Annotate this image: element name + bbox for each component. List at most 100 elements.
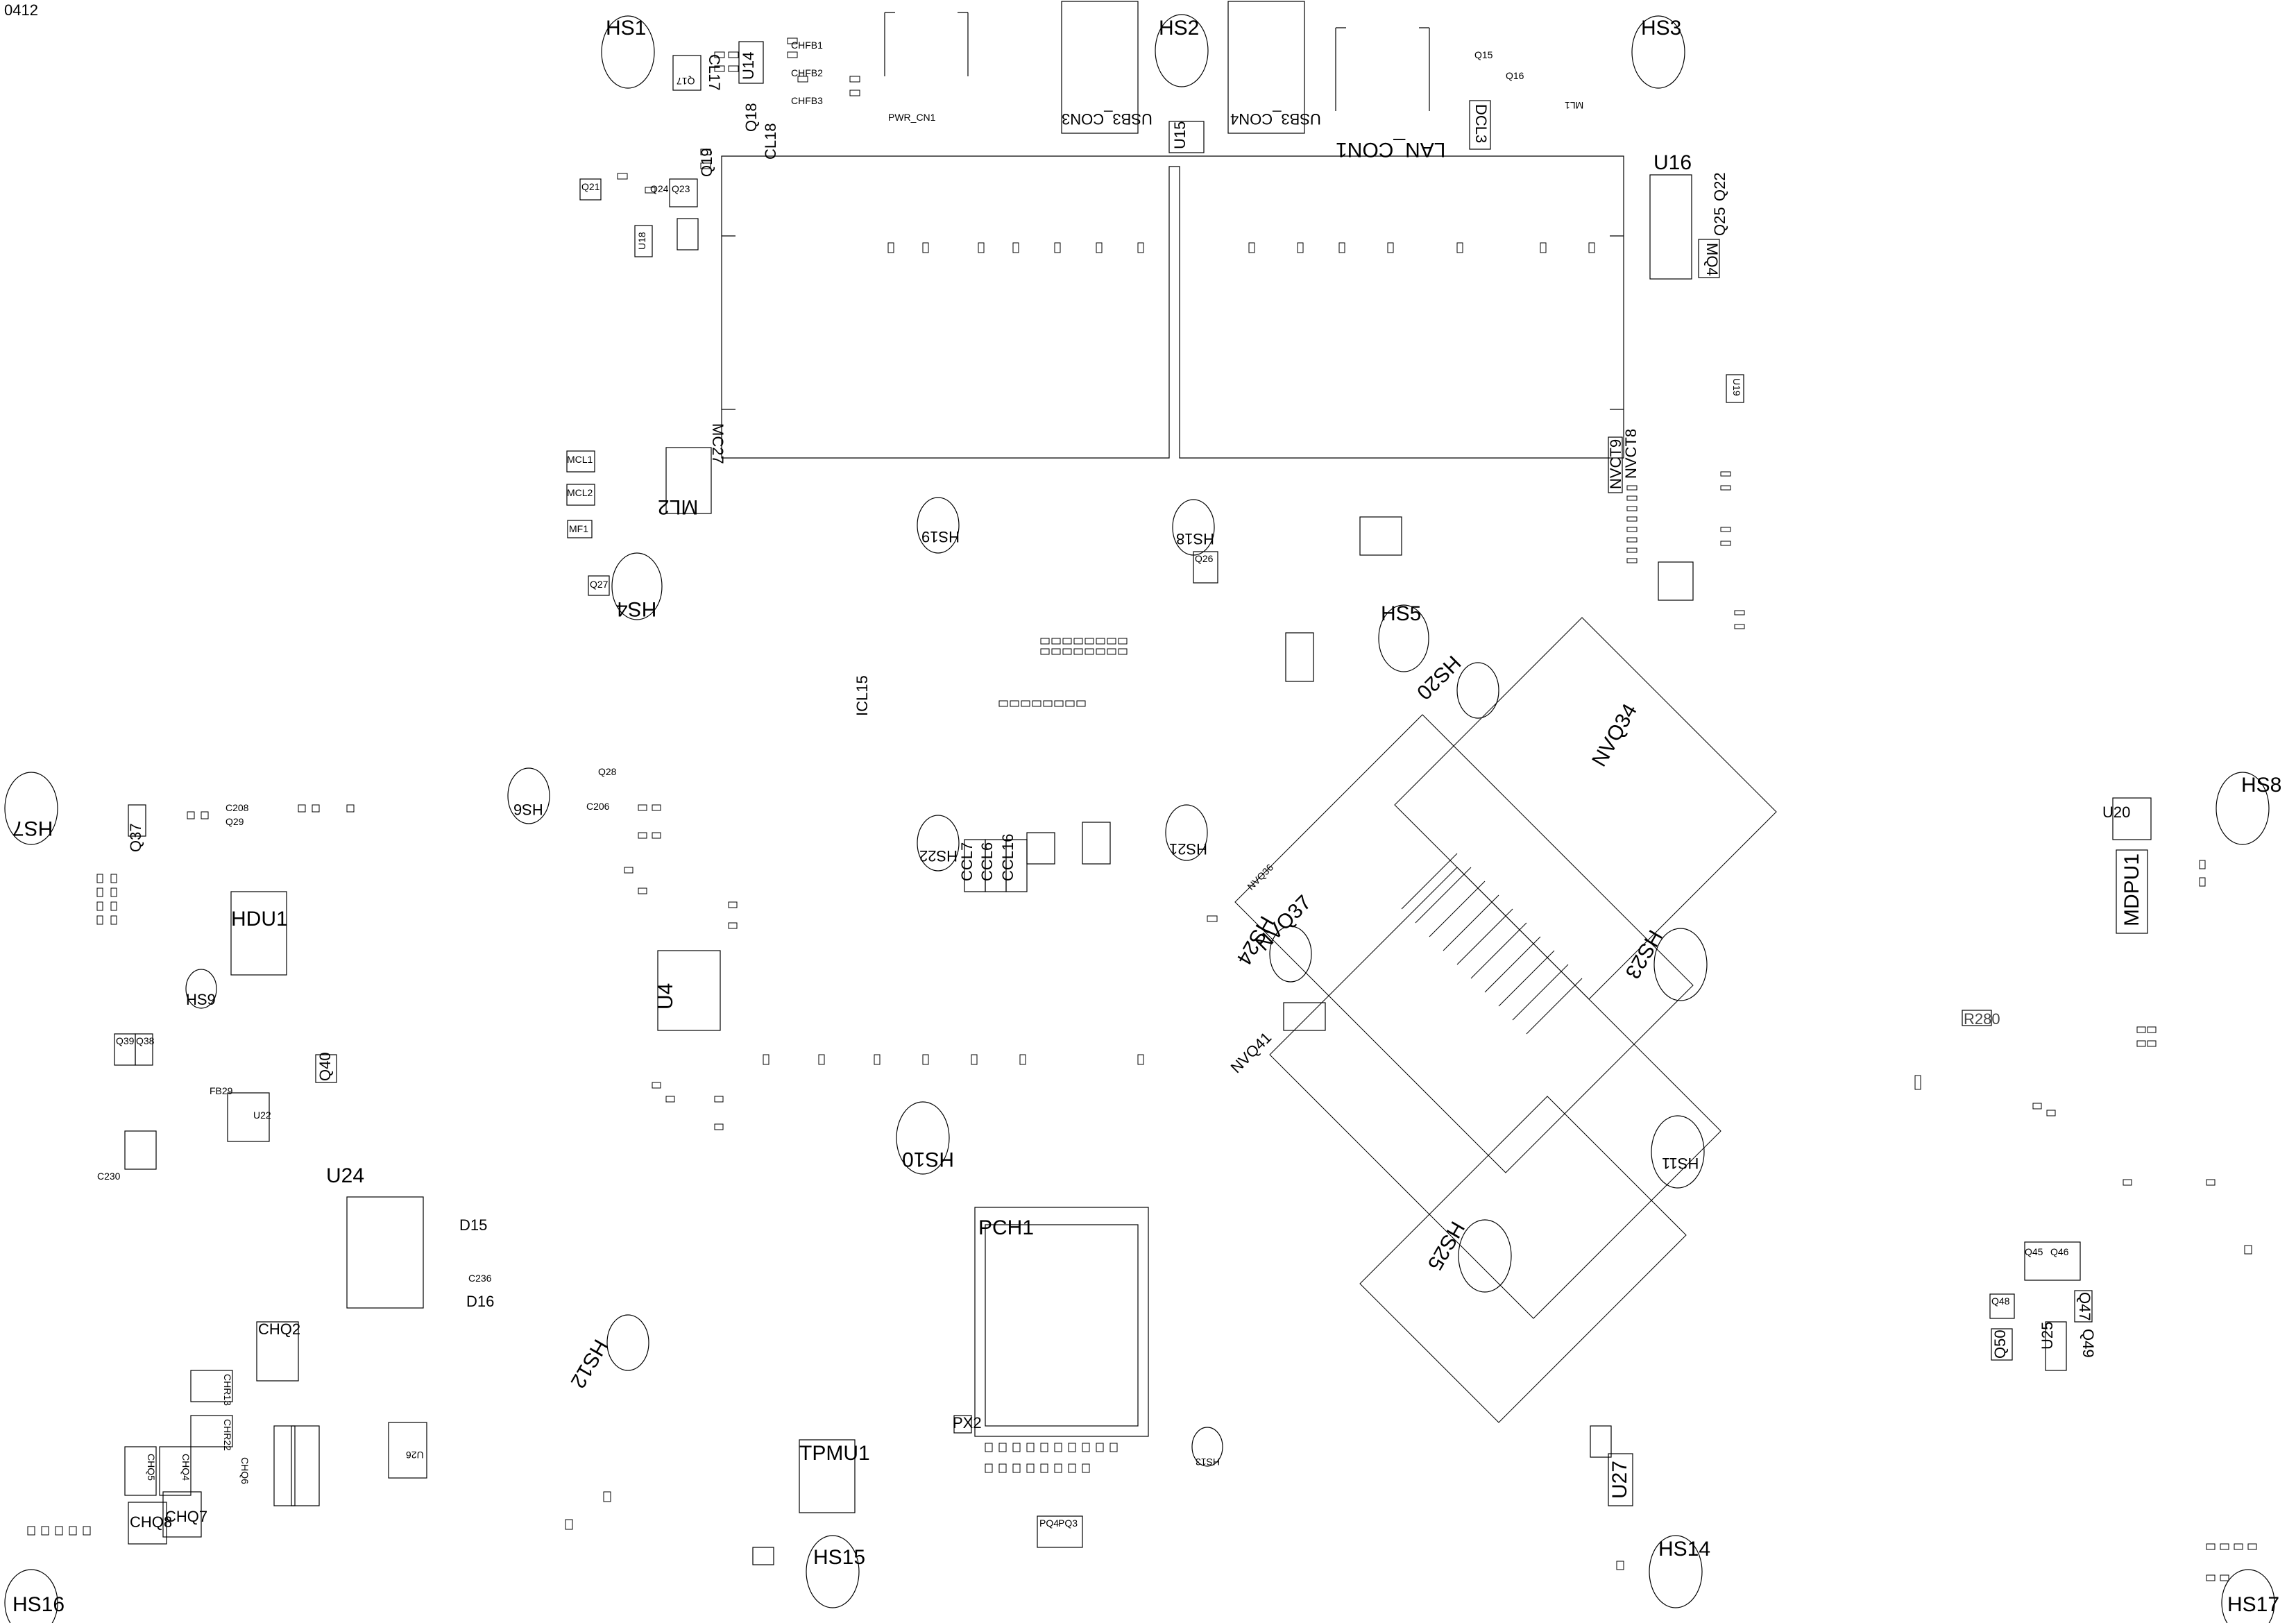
hs22-circle [917, 815, 960, 872]
inductor-a [273, 1425, 296, 1506]
q50-outline [1991, 1328, 2013, 1361]
hs20-circle [1456, 662, 1499, 719]
u14-label: U14 [740, 51, 757, 80]
hs2-circle [1155, 14, 1209, 87]
pch1-label: PCH1 [978, 1216, 1035, 1239]
hs1-label: HS1 [606, 17, 647, 40]
mf1-outline [567, 520, 593, 538]
q19-label: Q19 [698, 148, 715, 177]
hs10-label: HS10 [902, 1148, 955, 1171]
chq8-label: CHQ8 [130, 1513, 173, 1531]
chfb1-label: CHFB1 [791, 40, 823, 51]
hs11-label: HS11 [1662, 1155, 1699, 1172]
hs24-circle [1269, 926, 1312, 983]
chr13-outline [190, 1370, 233, 1402]
hs7-circle [4, 772, 58, 845]
chq4-label: CHQ4 [180, 1454, 192, 1481]
u4-outline [657, 950, 721, 1031]
ccl16-label: CCL16 [999, 833, 1017, 881]
q25-label: Q25 [1711, 207, 1728, 236]
lan-con1-label: LAN_CON1 [1336, 138, 1446, 161]
hs22-label: HS22 [919, 847, 958, 865]
board-code: 0412 [4, 1, 38, 19]
hs6-label: HS6 [513, 801, 543, 818]
q26-outline [1193, 551, 1218, 584]
u25-label: U25 [2039, 1321, 2056, 1350]
gpu-vrm-field [1234, 617, 1777, 1423]
hs15-circle [806, 1535, 860, 1608]
q37-label: Q37 [127, 823, 144, 852]
hs7-label: HS7 [12, 817, 53, 840]
q17-label: Q17 [677, 76, 695, 87]
hs16-circle [4, 1569, 58, 1623]
nvct8-label: NVCT8 [1622, 428, 1640, 479]
u20-label: U20 [2102, 804, 2131, 821]
tpmu1-label: TPMU1 [799, 1442, 870, 1465]
nvct9-label: NVCT9 [1607, 439, 1624, 489]
hs6-circle [507, 767, 550, 824]
nvct-outline [1608, 436, 1623, 493]
smd-grid-cpu-area [998, 638, 1128, 707]
hs19-label: HS19 [921, 528, 960, 545]
hs19-circle [917, 497, 960, 554]
mc27-label: MC27 [709, 423, 726, 464]
c206-label: C206 [586, 801, 610, 812]
smd-cluster-u4 [624, 804, 738, 1130]
u16-label: U16 [1653, 151, 1692, 174]
q24-label: Q24 [650, 183, 669, 194]
mdpu1-outline [2116, 849, 2148, 934]
q39-outline [114, 1033, 136, 1066]
mcl2-label: MCL2 [567, 487, 593, 498]
q50-label: Q50 [1991, 1329, 2009, 1359]
q29-label: Q29 [226, 816, 244, 827]
r280-label: R280 [1964, 1010, 2000, 1028]
d15-label: D15 [459, 1216, 488, 1234]
mf1-label: MF1 [569, 523, 588, 534]
ccl10-outline [1026, 832, 1055, 865]
chq2-outline [256, 1321, 299, 1382]
r280-outline [1962, 1010, 1992, 1026]
ml2-outline [665, 447, 712, 514]
chfb2-label: CHFB2 [791, 67, 823, 78]
hs11-circle [1651, 1115, 1705, 1189]
usb3-con4-outline [1227, 1, 1305, 134]
chr22-outline [190, 1415, 233, 1447]
u23-outline [124, 1130, 157, 1170]
hs10-circle [896, 1101, 950, 1175]
u14-outline [738, 41, 764, 84]
q39-label: Q39 [116, 1035, 135, 1046]
ccl7-label: CCL7 [958, 842, 976, 881]
q23-outline [669, 178, 698, 207]
mq4-label: MQ4 [1703, 243, 1721, 276]
io-shield-outline [721, 155, 1624, 459]
inductor-b [291, 1425, 320, 1506]
c230-label: C230 [97, 1171, 121, 1182]
q27-label: Q27 [590, 579, 609, 590]
smd-row-center [763, 915, 1218, 1065]
chr13-label: CHR13 [222, 1374, 233, 1406]
hdu1-outline [230, 891, 287, 976]
chq8-outline [128, 1502, 167, 1545]
hs17-circle [2221, 1569, 2275, 1623]
vreg-outline [1658, 561, 1694, 601]
hs14-label: HS14 [1658, 1538, 1711, 1561]
q18-label: Q18 [742, 103, 760, 132]
q47-outline [2074, 1290, 2093, 1323]
q48-label: Q48 [1991, 1295, 2010, 1307]
u27-label: U27 [1608, 1460, 1631, 1499]
chq5-outline [124, 1446, 157, 1496]
smd-cluster-left [96, 804, 355, 925]
usb3-con3-outline [1061, 1, 1139, 134]
cl17-label: CL17 [706, 54, 723, 91]
pq3-label: PQ3 [1058, 1518, 1078, 1529]
pq34-outline [1037, 1515, 1083, 1548]
q48-outline [1989, 1293, 2015, 1319]
px2-label: PX2 [953, 1414, 982, 1431]
hs5-label: HS5 [1381, 602, 1422, 625]
q28-label: Q28 [598, 766, 617, 777]
cl18-label: CL18 [762, 123, 779, 160]
u20-outline [2112, 797, 2152, 840]
q45-label: Q45 [2025, 1246, 2043, 1257]
hs8-label: HS8 [2241, 774, 2282, 797]
hs25-circle [1458, 1219, 1512, 1293]
